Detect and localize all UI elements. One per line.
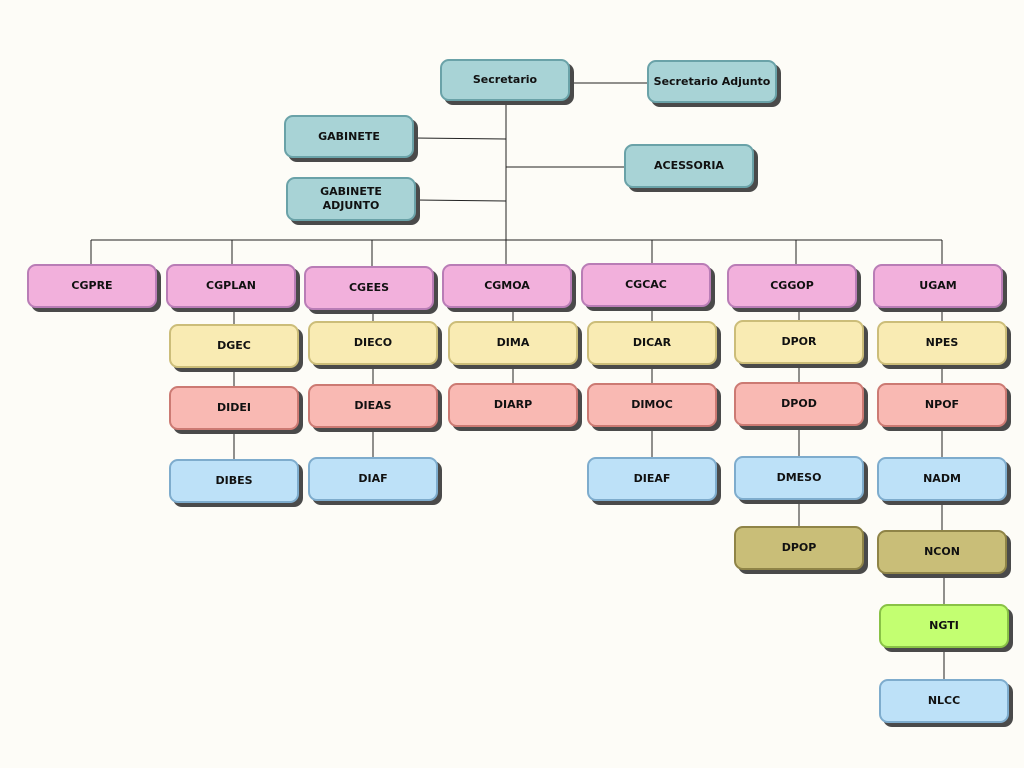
node-dieas[interactable]: DIEAS — [308, 384, 438, 428]
node-label: DIDEI — [217, 401, 251, 415]
node-label: CGCAC — [625, 278, 667, 292]
node-cgpre[interactable]: CGPRE — [27, 264, 157, 308]
node-label: NPES — [925, 336, 959, 350]
node-label: DIMOC — [631, 398, 673, 412]
node-label: CGPLAN — [206, 279, 256, 293]
node-cgcac[interactable]: CGCAC — [581, 263, 711, 307]
node-secretario[interactable]: Secretario — [440, 59, 570, 101]
node-cgmoa[interactable]: CGMOA — [442, 264, 572, 308]
node-label: DMESO — [776, 471, 822, 485]
node-dgec[interactable]: DGEC — [169, 324, 299, 368]
node-dpod[interactable]: DPOD — [734, 382, 864, 426]
node-dmeso[interactable]: DMESO — [734, 456, 864, 500]
node-ugam[interactable]: UGAM — [873, 264, 1003, 308]
connector-gabinete — [413, 137, 507, 140]
node-dima[interactable]: DIMA — [448, 321, 578, 365]
node-label: NLCC — [927, 694, 961, 708]
node-npes[interactable]: NPES — [877, 321, 1007, 365]
node-ncon[interactable]: NCON — [877, 530, 1007, 574]
node-nadm[interactable]: NADM — [877, 457, 1007, 501]
node-label: DICAR — [632, 336, 672, 350]
node-gabinete-adjunto-label: GABINETE ADJUNTO — [320, 185, 382, 212]
node-label: DIECO — [353, 336, 393, 350]
node-label: CGPRE — [71, 279, 113, 293]
node-label: NADM — [923, 472, 961, 486]
node-label: NGTI — [929, 619, 959, 633]
node-secretario-label: Secretario — [472, 73, 538, 87]
node-label: DPOR — [781, 335, 817, 349]
connector-gabinete-adjunto — [415, 199, 507, 202]
node-dpor[interactable]: DPOR — [734, 320, 864, 364]
node-nlcc[interactable]: NLCC — [879, 679, 1009, 723]
node-acessoria-label: ACESSORIA — [654, 159, 724, 173]
node-acessoria[interactable]: ACESSORIA — [624, 144, 754, 188]
node-label: DIMA — [496, 336, 530, 350]
node-label: DPOD — [781, 397, 817, 411]
node-cggop[interactable]: CGGOP — [727, 264, 857, 308]
node-gabinete-adjunto[interactable]: GABINETE ADJUNTO — [286, 177, 416, 221]
node-secretario-adjunto[interactable]: Secretario Adjunto — [647, 60, 777, 103]
node-dimoc[interactable]: DIMOC — [587, 383, 717, 427]
node-secretario-adjunto-label: Secretario Adjunto — [653, 74, 771, 88]
node-cgplan[interactable]: CGPLAN — [166, 264, 296, 308]
node-label: CGGOP — [770, 279, 814, 293]
node-label: DGEC — [217, 339, 251, 353]
node-didei[interactable]: DIDEI — [169, 386, 299, 430]
node-label: DIBES — [215, 474, 253, 488]
node-label: DIEAS — [354, 399, 392, 413]
node-label: NPOF — [924, 398, 960, 412]
node-label: DIEAF — [633, 472, 671, 486]
node-label: DPOP — [781, 541, 817, 555]
node-diarp[interactable]: DIARP — [448, 383, 578, 427]
node-dieaf[interactable]: DIEAF — [587, 457, 717, 501]
node-dieco[interactable]: DIECO — [308, 321, 438, 365]
node-dpop[interactable]: DPOP — [734, 526, 864, 570]
node-label: DIARP — [493, 398, 533, 412]
node-npof[interactable]: NPOF — [877, 383, 1007, 427]
node-label: CGMOA — [484, 279, 530, 293]
node-ngti[interactable]: NGTI — [879, 604, 1009, 648]
node-cgees[interactable]: CGEES — [304, 266, 434, 310]
node-label: DIAF — [358, 472, 388, 486]
node-dicar[interactable]: DICAR — [587, 321, 717, 365]
node-gabinete-label: GABINETE — [318, 129, 380, 143]
node-label: UGAM — [919, 279, 957, 293]
node-gabinete[interactable]: GABINETE — [284, 115, 414, 158]
node-dibes[interactable]: DIBES — [169, 459, 299, 503]
node-diaf[interactable]: DIAF — [308, 457, 438, 501]
node-label: CGEES — [348, 281, 390, 295]
node-label: NCON — [924, 545, 960, 559]
